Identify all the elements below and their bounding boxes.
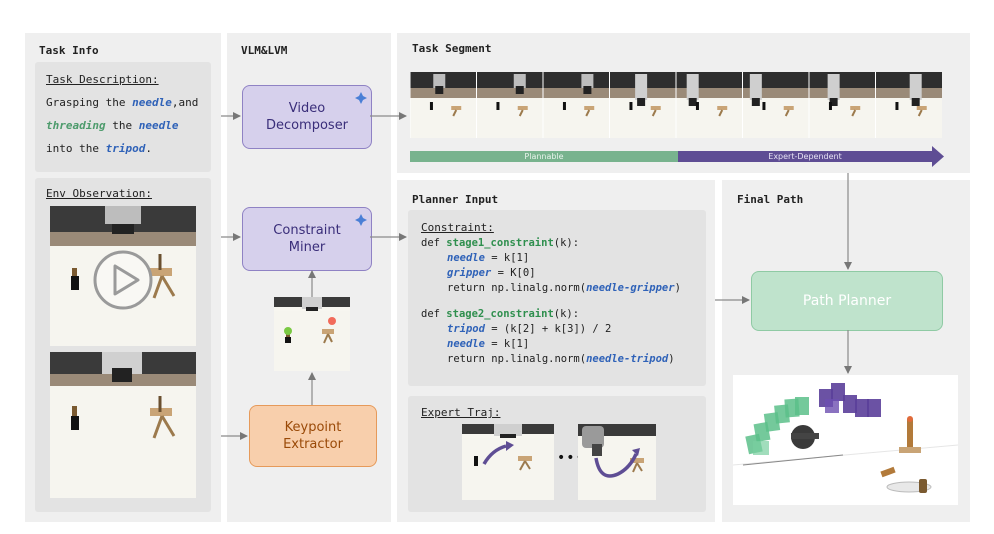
function-name: stage1_constraint [446,237,554,249]
scene-illustration [50,206,196,346]
task-description-line-1: Grasping the needle,and [46,96,199,109]
keyword-threading: threading [46,119,106,132]
play-icon [113,264,140,296]
expert-dependent-label: Expert-Dependent [768,152,842,161]
expert-traj-image-2 [578,424,656,500]
final-path-title: Final Path [737,193,804,206]
green-path-segment [745,397,809,455]
task-segment-frames [410,72,942,138]
segment-frame [675,72,728,138]
plannable-bar [410,151,678,162]
segment-frame [542,72,595,138]
keyword-needle: needle [138,119,179,132]
env-observation-video[interactable] [50,206,196,346]
keypoint-scene-image [274,297,350,371]
planner-input-title: Planner Input [412,193,499,206]
code-line-4: return np.linalg.norm(needle-gripper) [447,282,681,294]
task-description-box [35,62,211,172]
expert-dependent-bar [678,151,932,162]
code-line-1: def stage1_constraint(k): [421,237,580,249]
frames-illustration [410,72,942,138]
code-line-5: def stage2_constraint(k): [421,308,580,320]
code-line-3: gripper = K[0] [447,267,536,279]
env-observation-image [50,352,196,498]
scene-illustration [578,424,656,500]
path-planner-block[interactable]: Path Planner [751,271,943,331]
code-line-2: needle = k[1] [447,252,530,264]
segment-frame [609,72,661,138]
expert-traj-image-1 [462,424,554,500]
task-description-label: Task Description: [46,73,159,86]
expert-traj-label: Expert Traj: [421,406,501,419]
constraint-label: Constraint: [421,221,494,234]
ellipsis: ••• [557,450,585,466]
segment-frame [808,72,861,138]
task-segment-title: Task Segment [412,42,492,55]
keyword-needle: needle [132,96,172,109]
keyword-tripod: tripod [105,142,146,155]
code-line-7: needle = k[1] [447,338,530,350]
task-description-line-3: into the tripod. [46,142,152,155]
segment-frame [875,72,927,138]
task-description-line-2: threading the needle [46,119,179,132]
scene-illustration [274,297,350,371]
play-icon [93,250,153,310]
expert-traj-box [408,396,706,512]
task-info-title: Task Info [39,44,99,57]
purple-path-segment [819,383,881,417]
scene-illustration [50,352,196,498]
vlm-title: VLM&LVM [241,44,288,57]
code-line-8: return np.linalg.norm(needle-tripod) [447,353,675,365]
function-name: stage2_constraint [446,308,554,320]
plannable-label: Plannable [524,152,564,161]
path-illustration [733,375,958,505]
constraint-code-box [408,210,706,386]
code-line-6: tripod = (k[2] + k[3]) / 2 [447,323,612,335]
env-observation-label: Env Observation: [46,187,152,200]
final-path-visualization [733,375,958,505]
scene-illustration [462,424,554,500]
segment-frame [410,72,462,138]
segment-frame [742,72,794,138]
segment-frame [476,72,528,138]
